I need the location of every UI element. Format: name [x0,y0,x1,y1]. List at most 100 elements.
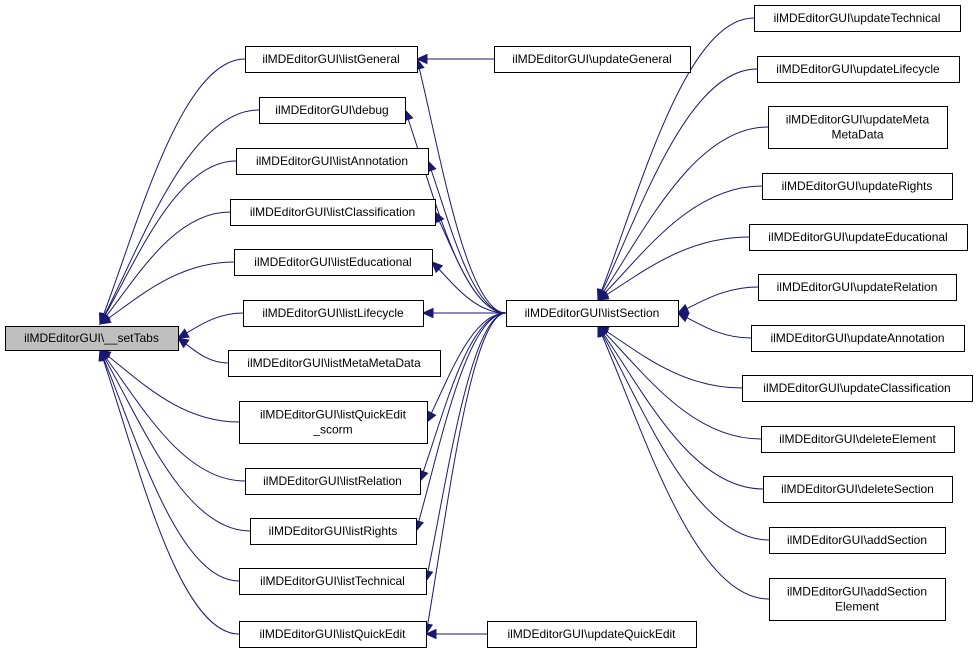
node-update-relation[interactable]: ilMDEditorGUI\updateRelation [758,274,957,301]
edge-list-annotation-to-set-tabs [99,160,237,326]
node-box [5,326,179,351]
node-label: ilMDEditorGUI\deleteElement [779,432,936,446]
node-label: ilMDEditorGUI\deleteSection [781,482,934,496]
node-update-rights[interactable]: ilMDEditorGUI\updateRights [762,173,953,200]
edge-list-classification-to-set-tabs [99,211,231,325]
node-list-annotation[interactable]: ilMDEditorGUI\listAnnotation [236,148,429,175]
edge-update-quick-edit-to-list-quick-edit [424,628,487,640]
node-box [506,300,679,327]
node-box [769,527,946,554]
node-box [239,621,427,648]
node-label: ilMDEditorGUI\addSection [787,533,927,547]
node-label: ilMDEditorGUI\updateClassification [763,381,950,395]
edge-list-meta-meta-data-to-set-tabs [177,337,229,364]
node-label: ilMDEditorGUI\updateGeneral [512,52,671,66]
node-box [259,97,406,124]
node-label: ilMDEditorGUI\listTechnical [260,574,405,588]
edge-list-quick-edit-to-set-tabs [98,348,240,635]
node-list-rights[interactable]: ilMDEditorGUI\listRights [250,518,417,545]
edge-delete-section-to-list-section [597,325,764,490]
node-list-section[interactable]: ilMDEditorGUI\listSection [506,300,679,327]
node-box [761,426,955,453]
node-box [758,274,957,301]
node-label: ilMDEditorGUI\listEducational [254,255,411,269]
call-graph-edges [98,17,770,640]
node-label: ilMDEditorGUI\listQuickEdit [260,408,407,422]
node-update-educational[interactable]: ilMDEditorGUI\updateEducational [749,224,968,251]
edge-list-quick-edit-scorm-to-set-tabs [99,349,240,423]
node-box [250,518,417,545]
node-box [768,106,948,149]
node-update-lifecycle[interactable]: ilMDEditorGUI\updateLifecycle [757,56,960,83]
node-label: ilMDEditorGUI\listQuickEdit [259,627,406,641]
node-list-technical[interactable]: ilMDEditorGUI\listTechnical [239,568,427,595]
node-box [762,173,953,200]
node-label: ilMDEditorGUI\listGeneral [262,52,399,66]
node-debug[interactable]: ilMDEditorGUI\debug [259,97,406,124]
node-set-tabs[interactable]: ilMDEditorGUI\__setTabs [5,326,179,351]
node-list-meta-meta-data[interactable]: ilMDEditorGUI\listMetaMetaData [228,350,441,377]
node-list-quick-edit[interactable]: ilMDEditorGUI\listQuickEdit [239,621,427,648]
edge-list-section-to-list-rights [413,312,507,533]
node-label: ilMDEditorGUI\listClassification [250,205,415,219]
node-update-annotation[interactable]: ilMDEditorGUI\updateAnnotation [751,325,965,352]
node-box [228,350,441,377]
node-delete-element[interactable]: ilMDEditorGUI\deleteElement [761,426,955,453]
node-label: ilMDEditorGUI\updateRelation [777,280,938,294]
node-label: ilMDEditorGUI\listSection [525,306,660,320]
edge-list-technical-to-set-tabs [99,348,240,582]
node-label: ilMDEditorGUI\listMetaMetaData [247,356,421,370]
edge-update-annotation-to-list-section [676,312,752,339]
node-update-quick-edit[interactable]: ilMDEditorGUI\updateQuickEdit [487,621,697,648]
node-label: ilMDEditorGUI\__setTabs [24,331,159,345]
node-box [245,46,418,73]
node-list-relation[interactable]: ilMDEditorGUI\listRelation [245,468,421,495]
node-label: ilMDEditorGUI\updateTechnical [774,11,941,25]
edge-delete-element-to-list-section [597,325,762,440]
node-box [763,476,953,503]
node-label: ilMDEditorGUI\updateAnnotation [770,331,944,345]
edge-update-educational-to-list-section [596,236,750,301]
node-list-lifecycle[interactable]: ilMDEditorGUI\listLifecycle [243,300,424,327]
edge-update-relation-to-list-section [676,286,759,314]
edge-list-rights-to-set-tabs [99,348,251,532]
edge-list-educational-to-set-tabs [98,261,235,325]
edge-list-section-to-list-annotation [426,159,507,314]
node-box [494,46,691,73]
node-box [487,621,697,648]
edge-list-section-to-list-educational [431,261,507,314]
node-update-technical[interactable]: ilMDEditorGUI\updateTechnical [754,5,961,32]
node-update-general[interactable]: ilMDEditorGUI\updateGeneral [494,46,691,73]
node-box [769,578,946,621]
node-delete-section[interactable]: ilMDEditorGUI\deleteSection [763,476,953,503]
node-list-general[interactable]: ilMDEditorGUI\listGeneral [245,46,418,73]
node-list-classification[interactable]: ilMDEditorGUI\listClassification [230,199,436,226]
node-label: ilMDEditorGUI\updateRights [782,179,933,193]
node-update-classification[interactable]: ilMDEditorGUI\updateClassification [742,375,973,402]
node-add-section[interactable]: ilMDEditorGUI\addSection [769,527,946,554]
node-box [754,5,961,32]
node-label: ilMDEditorGUI\listRights [269,524,398,538]
node-label: ilMDEditorGUI\updateQuickEdit [507,627,676,641]
edge-list-lifecycle-to-set-tabs [176,312,244,339]
call-graph-nodes: ilMDEditorGUI\__setTabs ilMDEditorGUI\lis… [5,5,973,648]
node-list-quick-edit-scorm[interactable]: ilMDEditorGUI\listQuickEdit_scorm [239,401,428,444]
node-box [245,468,421,495]
node-box [236,148,429,175]
node-box [234,249,433,276]
edge-add-section-to-list-section [597,324,770,541]
edge-update-meta-meta-data-to-list-section [597,126,769,301]
node-box [239,568,427,595]
node-box [757,56,960,83]
node-box [243,300,424,327]
edge-list-section-to-list-relation [418,312,507,483]
node-label: Element [835,600,880,614]
node-label: ilMDEditorGUI\updateEducational [768,230,947,244]
node-box [751,325,965,352]
node-list-educational[interactable]: ilMDEditorGUI\listEducational [234,249,433,276]
node-label: ilMDEditorGUI\updateLifecycle [776,62,940,76]
edge-update-lifecycle-to-list-section [597,68,758,302]
